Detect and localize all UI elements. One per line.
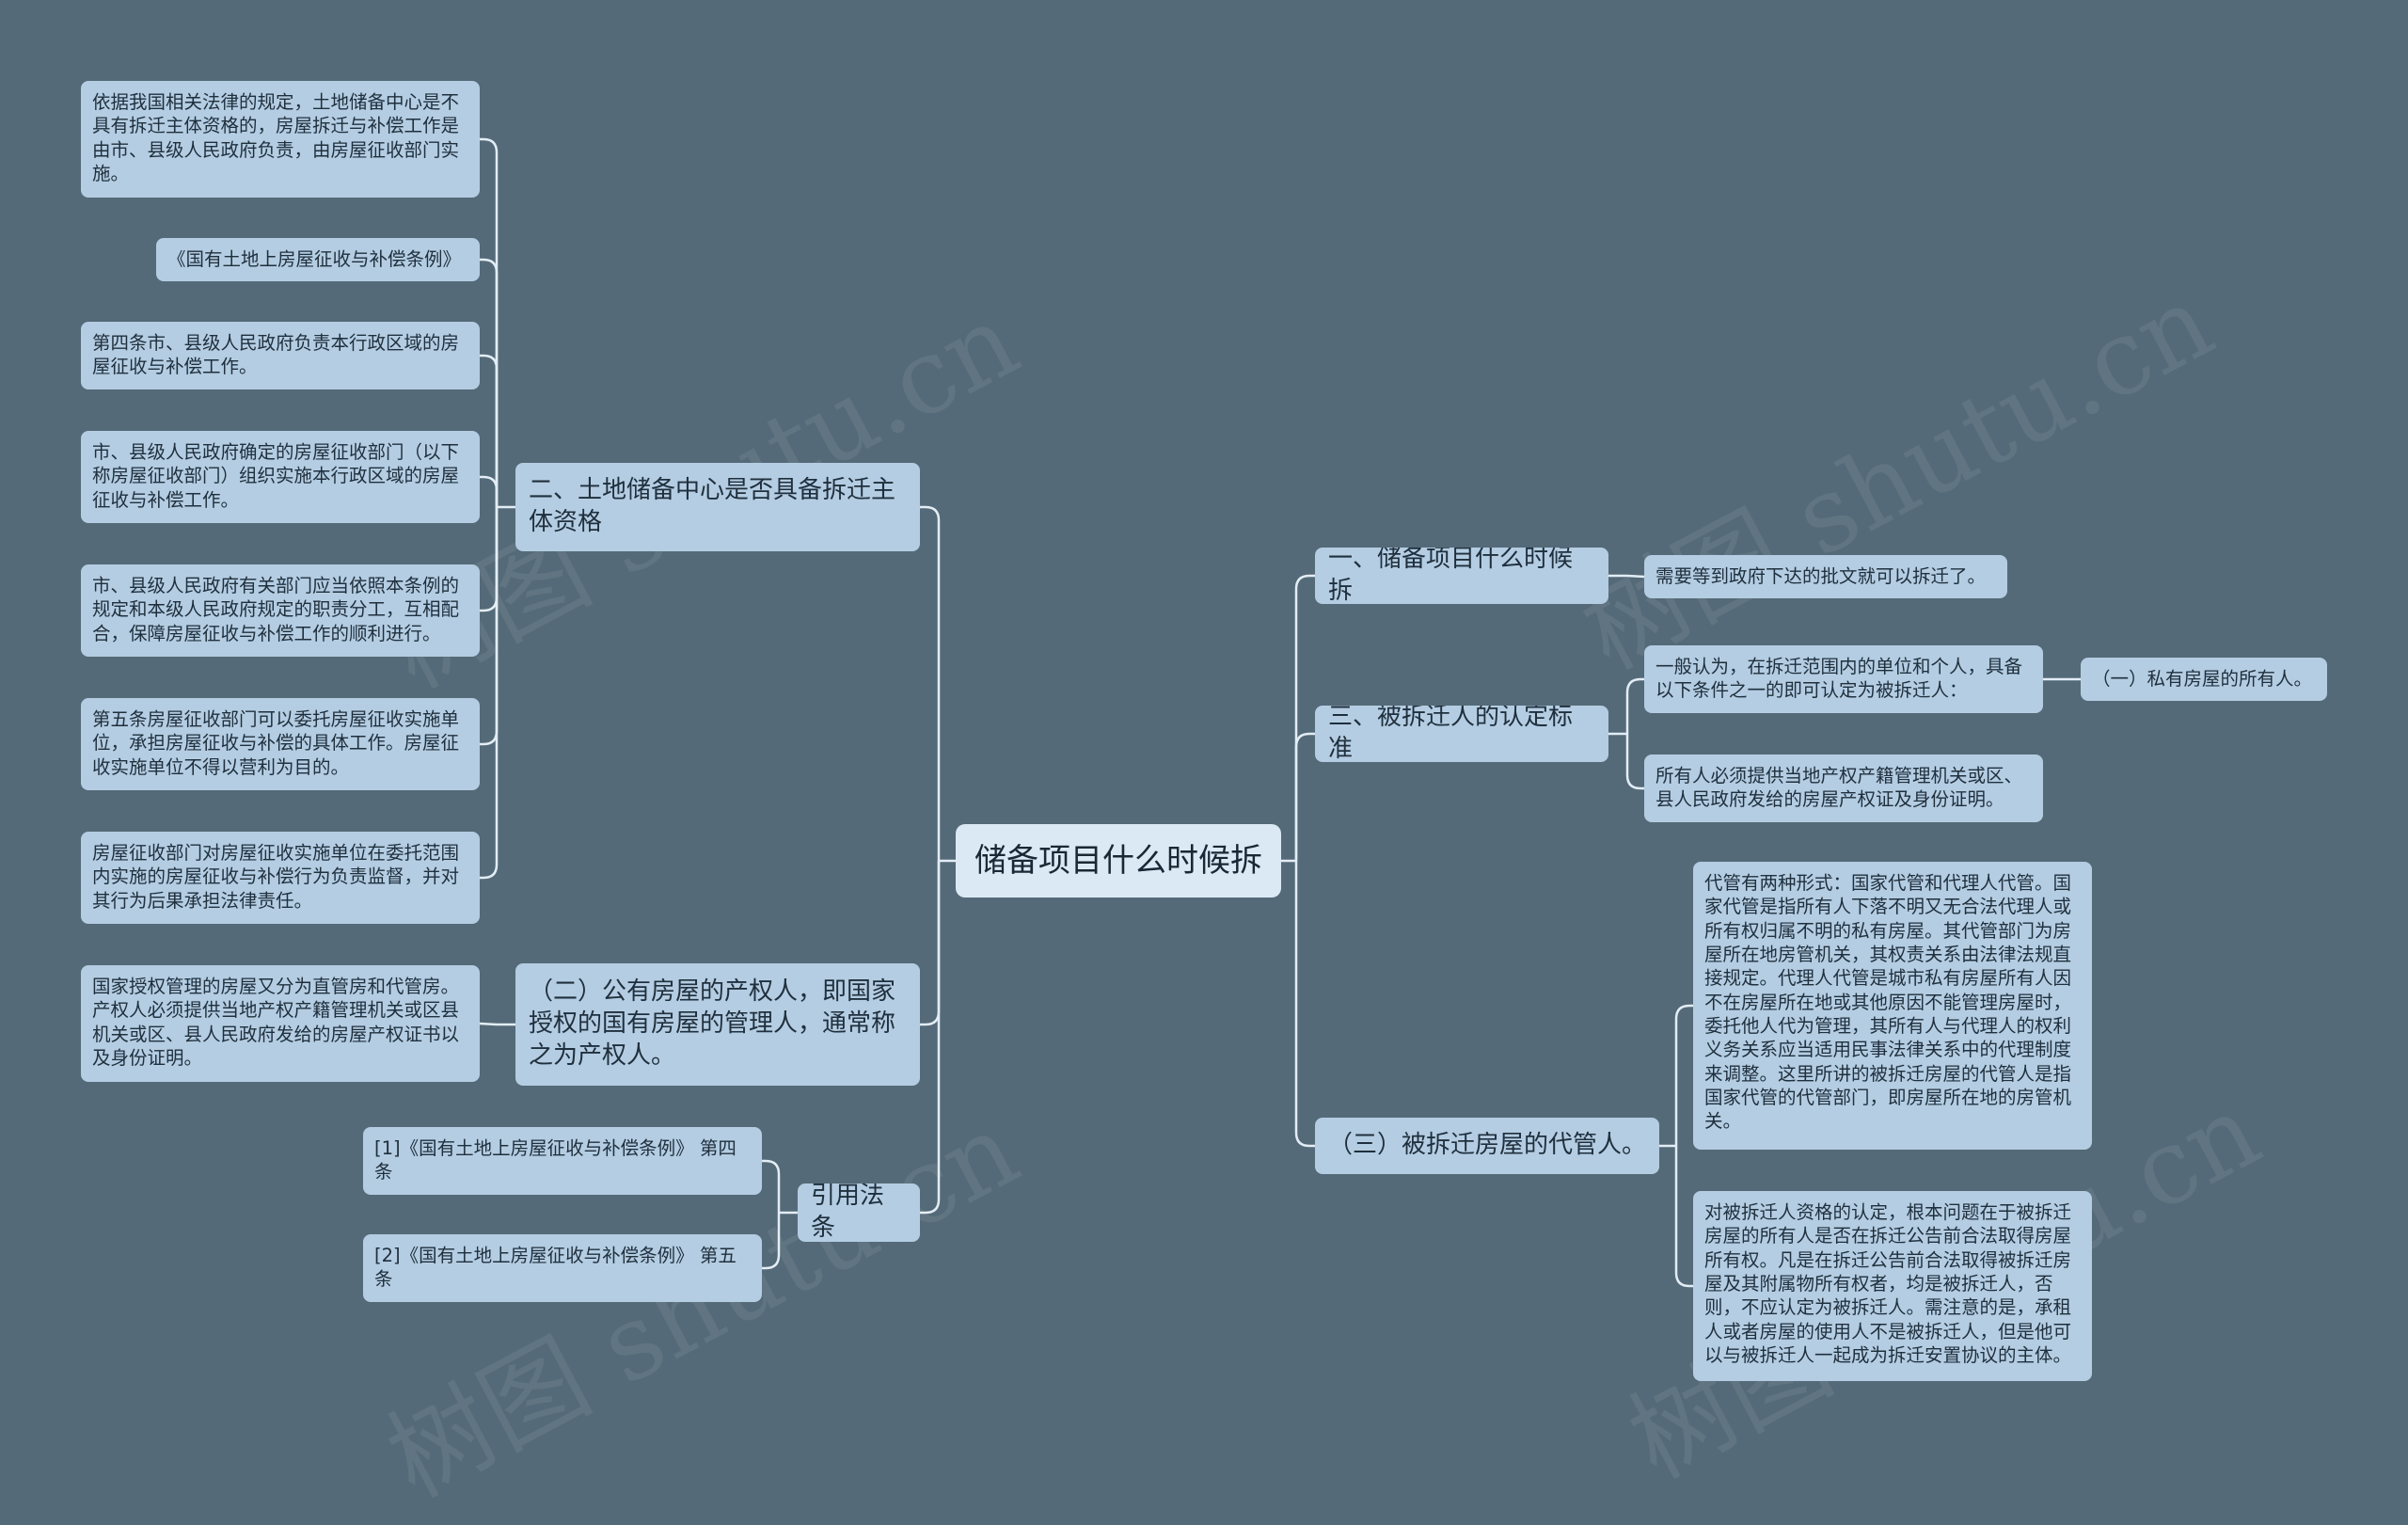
root-topic[interactable]: 储备项目什么时候拆: [956, 824, 1281, 898]
leaf-land-cooperation[interactable]: 市、县级人民政府有关部门应当依照本条例的规定和本级人民政府规定的职责分工，互相配…: [81, 564, 480, 657]
connector-line: [920, 505, 941, 861]
connector-line: [1625, 677, 1644, 734]
leaf-when-approval[interactable]: 需要等到政府下达的批文就可以拆迁了。: [1644, 555, 2007, 598]
connector-line: [1294, 574, 1315, 861]
leaf-custodian-qualification[interactable]: 对被拆迁人资格的认定，根本问题在于被拆迁房屋的所有人是否在拆迁公告前合法取得房屋…: [1693, 1191, 2092, 1381]
connector-line: [1625, 734, 1644, 790]
connector-line: [920, 861, 941, 1215]
mind-map-canvas: 树图 shutu.cn 树图 shutu.cn 树图 shutu.cn 树图 s…: [81, 81, 2327, 1520]
connector-line: [480, 137, 499, 507]
branch-when-demolish[interactable]: 一、储备项目什么时候拆: [1315, 548, 1608, 604]
leaf-land-department[interactable]: 市、县级人民政府确定的房屋征收部门（以下称房屋征收部门）组织实施本行政区域的房屋…: [81, 431, 480, 523]
connector-line: [479, 1022, 498, 1026]
leaf-custodian-forms[interactable]: 代管有两种形式：国家代管和代理人代管。国家代管是指所有人下落不明又无合法代理人或…: [1693, 862, 2092, 1150]
leaf-land-legal-basis[interactable]: 依据我国相关法律的规定，土地储备中心是不具有拆迁主体资格的，房屋拆迁与补偿工作是…: [81, 81, 480, 198]
connector-line: [480, 507, 499, 880]
connector-line: [1294, 732, 1315, 861]
connector-line: [1674, 1004, 1693, 1146]
branch-cited-laws[interactable]: 引用法条: [798, 1183, 920, 1242]
connector-lines: [479, 137, 2081, 1288]
connector-line: [480, 475, 499, 507]
connector-line: [1294, 861, 1315, 1148]
connector-line: [762, 1213, 781, 1270]
leaf-public-house-types[interactable]: 国家授权管理的房屋又分为直管房和代管房。产权人必须提供当地产权产籍管理机关或区县…: [81, 965, 480, 1082]
branch-house-custodian[interactable]: （三）被拆迁房屋的代管人。: [1315, 1118, 1659, 1174]
connector-line: [1626, 574, 1645, 579]
leaf-land-supervision[interactable]: 房屋征收部门对房屋征收实施单位在委托范围内实施的房屋征收与补偿行为负责监督，并对…: [81, 832, 480, 924]
connector-line: [480, 258, 499, 507]
branch-public-house-owner[interactable]: （二）公有房屋的产权人，即国家授权的国有房屋的管理人，通常称之为产权人。: [515, 963, 920, 1086]
leaf-land-regulation-title[interactable]: 《国有土地上房屋征收与补偿条例》: [156, 238, 480, 281]
leaf-land-article-4[interactable]: 第四条市、县级人民政府负责本行政区域的房屋征收与补偿工作。: [81, 322, 480, 389]
leaf-standard-private-owner[interactable]: （一）私有房屋的所有人。: [2081, 658, 2327, 701]
connector-line: [480, 507, 499, 612]
leaf-cite-article-5[interactable]: [2]《国有土地上房屋征收与补偿条例》 第五条: [363, 1234, 762, 1302]
connector-line: [762, 1159, 781, 1213]
leaf-land-article-5[interactable]: 第五条房屋征收部门可以委托房屋征收实施单位，承担房屋征收与补偿的具体工作。房屋征…: [81, 698, 480, 790]
connector-line: [920, 861, 941, 1026]
connector-line: [480, 354, 499, 507]
branch-identification-standard[interactable]: 三、被拆迁人的认定标准: [1315, 706, 1608, 762]
branch-land-reserve-qualification[interactable]: 二、土地储备中心是否具备拆迁主体资格: [515, 463, 920, 551]
leaf-cite-article-4[interactable]: [1]《国有土地上房屋征收与补偿条例》 第四条: [363, 1127, 762, 1195]
leaf-standard-general[interactable]: 一般认为，在拆迁范围内的单位和个人，具备以下条件之一的即可认定为被拆迁人：: [1644, 645, 2043, 713]
leaf-standard-proof[interactable]: 所有人必须提供当地产权产籍管理机关或区、县人民政府发给的房屋产权证及身份证明。: [1644, 755, 2043, 822]
connector-line: [480, 507, 499, 746]
connector-line: [1674, 1146, 1693, 1288]
